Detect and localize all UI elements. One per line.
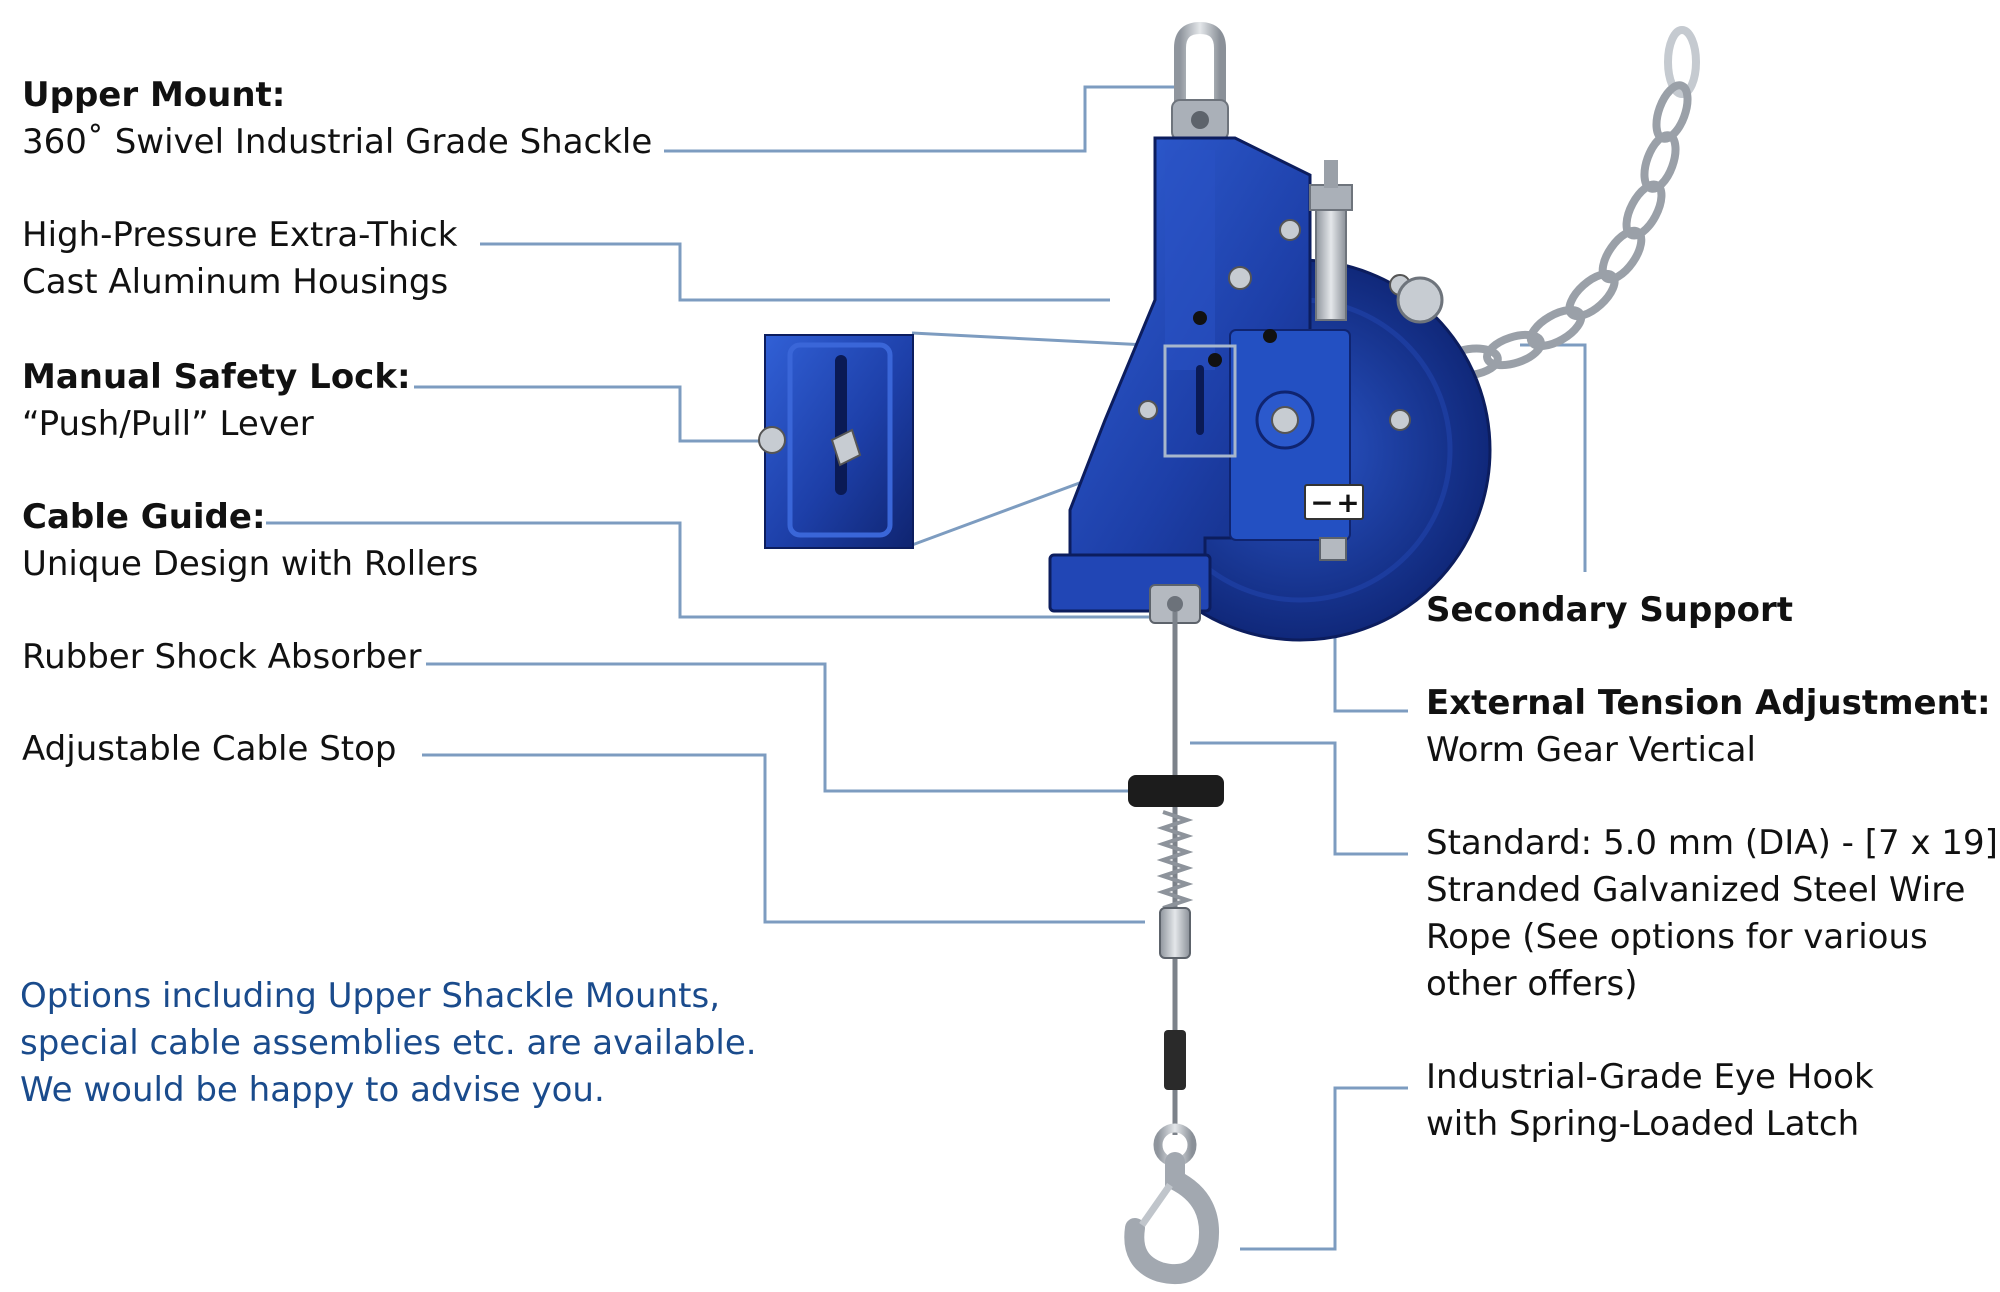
safety-lock-inset: [758, 334, 914, 549]
callout-cable-guide: Cable Guide: Unique Design with Rollers: [22, 494, 478, 588]
callout-cable-stop: Adjustable Cable Stop: [22, 726, 397, 773]
callout-tension-adjustment-desc: Worm Gear Vertical: [1426, 730, 1756, 770]
callout-wire-rope-line3: Rope (See options for various: [1426, 917, 1928, 957]
callout-upper-mount: Upper Mount: 360˚ Swivel Industrial Grad…: [22, 72, 652, 166]
options-note: Options including Upper Shackle Mounts, …: [20, 973, 757, 1114]
callout-housings-line1: High-Pressure Extra-Thick: [22, 215, 458, 255]
options-note-line2: special cable assemblies etc. are availa…: [20, 1023, 757, 1063]
leader-secondary-support: [1520, 343, 1587, 572]
callout-shock-absorber: Rubber Shock Absorber: [22, 634, 421, 681]
callout-eye-hook: Industrial-Grade Eye Hook with Spring-Lo…: [1426, 1054, 1874, 1148]
callout-upper-mount-title: Upper Mount:: [22, 75, 286, 115]
leader-shock-absorber: [426, 662, 1130, 793]
zoom-line-top: [911, 331, 1166, 348]
eye-hook: [1124, 1123, 1219, 1285]
leader-safety-lock: [414, 385, 770, 443]
callout-wire-rope-line4: other offers): [1426, 964, 1638, 1004]
panel-minus: −: [1310, 486, 1333, 519]
options-note-line1: Options including Upper Shackle Mounts,: [20, 976, 721, 1016]
cable-stop: [1159, 907, 1191, 959]
callout-cable-guide-desc: Unique Design with Rollers: [22, 544, 479, 584]
leader-eye-hook: [1240, 1086, 1408, 1251]
tension-panel: − +: [1304, 484, 1364, 520]
options-note-line3: We would be happy to advise you.: [20, 1070, 605, 1110]
leader-upper-mount: [664, 85, 1178, 153]
spring: [1156, 810, 1194, 910]
panel-plus: +: [1336, 486, 1359, 519]
callout-tension-adjustment-title: External Tension Adjustment:: [1426, 683, 1991, 723]
callout-tension-adjustment: External Tension Adjustment: Worm Gear V…: [1426, 680, 1991, 774]
leader-cable-stop: [422, 753, 1145, 924]
lower-ferrule: [1164, 1030, 1186, 1090]
leader-cable-guide: [266, 521, 1168, 619]
callout-safety-lock-desc: “Push/Pull” Lever: [22, 404, 314, 444]
callout-secondary-support: Secondary Support: [1426, 587, 1793, 634]
callout-upper-mount-desc: 360˚ Swivel Industrial Grade Shackle: [22, 122, 653, 162]
callout-wire-rope: Standard: 5.0 mm (DIA) - [7 x 19] Strand…: [1426, 820, 1998, 1008]
housing: [1048, 136, 1444, 624]
callout-wire-rope-line1: Standard: 5.0 mm (DIA) - [7 x 19]: [1426, 823, 1998, 863]
leader-housings: [480, 242, 1110, 302]
shock-absorber: [1128, 775, 1224, 807]
callout-cable-guide-title: Cable Guide:: [22, 497, 266, 537]
leader-wire-rope: [1190, 741, 1408, 856]
callout-housings-line2: Cast Aluminum Housings: [22, 262, 449, 302]
callout-cable-stop-text: Adjustable Cable Stop: [22, 729, 397, 769]
callout-eye-hook-line1: Industrial-Grade Eye Hook: [1426, 1057, 1874, 1097]
callout-shock-absorber-text: Rubber Shock Absorber: [22, 637, 422, 677]
callout-safety-lock: Manual Safety Lock: “Push/Pull” Lever: [22, 354, 411, 448]
callout-housings: High-Pressure Extra-Thick Cast Aluminum …: [22, 212, 457, 306]
callout-safety-lock-title: Manual Safety Lock:: [22, 357, 411, 397]
top-shackle: [1171, 21, 1229, 141]
callout-wire-rope-line2: Stranded Galvanized Steel Wire: [1426, 870, 1966, 910]
callout-secondary-support-title: Secondary Support: [1426, 590, 1794, 630]
callout-eye-hook-line2: with Spring-Loaded Latch: [1426, 1104, 1860, 1144]
